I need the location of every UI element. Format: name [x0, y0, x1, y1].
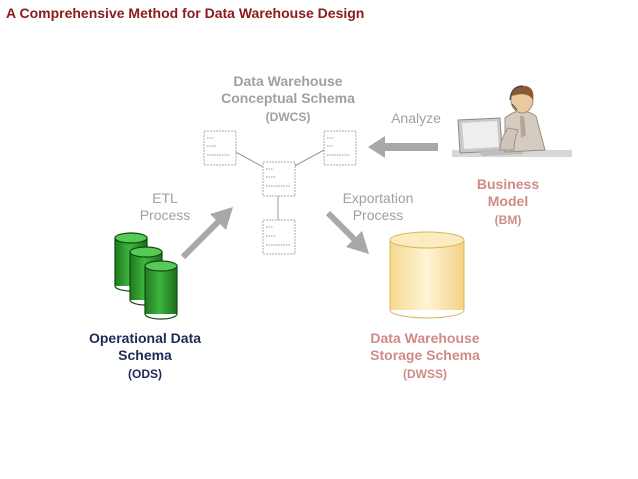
export-label: Exportation Process [328, 190, 428, 224]
bm-abbr: (BM) [494, 213, 522, 228]
dwcs-abbr: (DWCS) [265, 110, 311, 125]
bm-line2: Model [487, 193, 529, 210]
dwss-label: Data Warehouse Storage Schema (DWSS) [340, 330, 510, 382]
dwcs-line1: Data Warehouse [233, 73, 343, 89]
export-line2: Process [352, 207, 404, 224]
dim-card-left [203, 130, 237, 166]
ods-label: Operational Data Schema (ODS) [60, 330, 230, 382]
dwss-database-icon [389, 231, 465, 319]
etl-arrow [180, 207, 233, 260]
export-line1: Exportation [342, 190, 414, 206]
dim-card-bottom [262, 219, 296, 255]
analyze-label: Analyze [391, 110, 441, 126]
export-arrow [325, 210, 369, 254]
dwss-line2: Storage Schema [370, 347, 480, 364]
ods-line2: Schema [118, 347, 172, 364]
bm-label: Business Model (BM) [458, 176, 558, 228]
etl-line2: Process [139, 207, 191, 224]
business-person-icon [452, 85, 572, 157]
etl-label: ETL Process [120, 190, 210, 224]
ods-database-icon [114, 232, 178, 320]
dim-card-right [323, 130, 357, 166]
star-schema-card-text [207, 137, 350, 246]
slide-title: A Comprehensive Method for Data Warehous… [6, 5, 365, 21]
etl-line1: ETL [152, 190, 178, 206]
dwss-abbr: (DWSS) [403, 367, 447, 382]
dwss-line1: Data Warehouse [370, 330, 480, 346]
ods-cylinder-3 [144, 260, 178, 320]
star-schema-icon [203, 130, 357, 255]
ods-abbr: (ODS) [128, 367, 162, 382]
dwcs-line2: Conceptual Schema [221, 90, 355, 107]
fact-card-center [262, 161, 296, 197]
dwcs-label: Data Warehouse Conceptual Schema (DWCS) [193, 73, 383, 125]
analyze-arrow [368, 136, 438, 158]
ods-line1: Operational Data [88, 330, 202, 346]
bm-line1: Business [476, 176, 540, 192]
